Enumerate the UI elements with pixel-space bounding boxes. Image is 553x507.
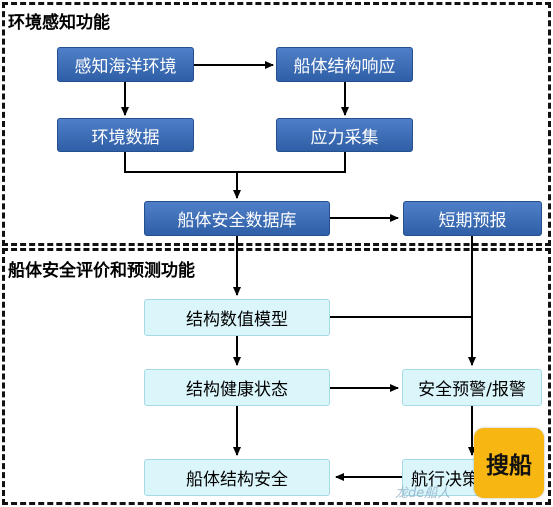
node-hull-db: 船体安全数据库: [144, 201, 330, 236]
evaluation-section: [2, 248, 551, 505]
node-hull-safety: 船体结构安全: [144, 459, 330, 496]
node-safety-alarm: 安全预警/报警: [402, 369, 542, 406]
node-env-data: 环境数据: [57, 118, 194, 152]
node-sense-ocean: 感知海洋环境: [57, 47, 194, 82]
perception-section: [2, 2, 551, 246]
sochuan-logo: 搜船: [474, 428, 544, 498]
arrow-envdata-merge: [124, 152, 237, 173]
watermark-text: 龙de船人: [395, 486, 451, 501]
node-struct-model: 结构数值模型: [144, 299, 330, 336]
node-short-forecast: 短期预报: [403, 201, 542, 236]
node-struct-health: 结构健康状态: [144, 369, 330, 406]
perception-section-title: 环境感知功能: [8, 13, 110, 33]
evaluation-section-title: 船体安全评价和预测功能: [8, 261, 195, 281]
arrow-stress-merge: [237, 152, 346, 173]
node-hull-response: 船体结构响应: [276, 47, 413, 82]
node-stress-collect: 应力采集: [276, 118, 413, 152]
